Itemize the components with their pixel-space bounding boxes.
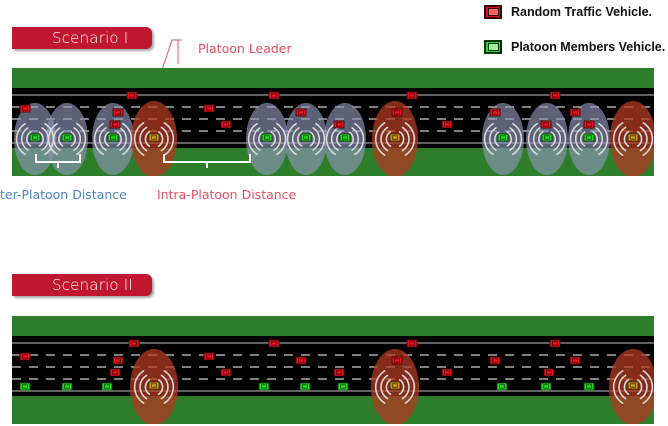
platoon-leader-car bbox=[389, 133, 401, 142]
signal-waves-icon bbox=[374, 370, 416, 404]
random-traffic-car bbox=[19, 104, 31, 113]
random-traffic-car bbox=[569, 356, 581, 365]
platoon-member-car bbox=[261, 133, 273, 142]
platoon-member-car bbox=[496, 382, 508, 391]
random-traffic-car bbox=[543, 368, 555, 377]
signal-waves-icon bbox=[47, 122, 87, 156]
random-traffic-car bbox=[406, 339, 418, 348]
signal-waves-icon bbox=[527, 122, 567, 156]
random-traffic-car bbox=[268, 91, 280, 100]
random-traffic-car bbox=[549, 339, 561, 348]
distance-brackets bbox=[35, 154, 251, 168]
scenario-1-tab: Scenario I bbox=[12, 27, 152, 49]
platoon-leader-car bbox=[627, 381, 639, 390]
random-traffic-car bbox=[540, 120, 552, 129]
platoon-leader-car bbox=[148, 381, 160, 390]
signal-waves-icon bbox=[133, 370, 175, 404]
platoon-member-car bbox=[61, 133, 73, 142]
platoon-member-car bbox=[107, 133, 119, 142]
platoon-member-car bbox=[101, 382, 113, 391]
random-traffic-car bbox=[112, 356, 124, 365]
platoon-member-car bbox=[337, 382, 349, 391]
signal-waves-icon bbox=[569, 122, 609, 156]
signal-waves-icon bbox=[286, 122, 326, 156]
platoon-member-car bbox=[339, 133, 351, 142]
random-traffic-car bbox=[333, 120, 345, 129]
signal-waves-icon bbox=[93, 122, 133, 156]
platoon-member-car bbox=[541, 133, 553, 142]
legend-platoon-label: Platoon Members Vehicle. bbox=[511, 40, 666, 54]
intra-platoon-distance-label: Intra-Platoon Distance bbox=[157, 187, 297, 202]
signal-waves-icon bbox=[133, 122, 175, 156]
signal-waves-icon bbox=[374, 122, 416, 156]
random-traffic-car bbox=[220, 120, 232, 129]
platoon-member-car bbox=[583, 382, 595, 391]
random-traffic-car bbox=[268, 339, 280, 348]
random-traffic-car bbox=[391, 108, 403, 117]
random-traffic-car bbox=[109, 120, 121, 129]
inter-platoon-distance-label: ter-Platoon Distance bbox=[0, 187, 127, 202]
signal-waves-icon bbox=[247, 122, 287, 156]
platoon-member-car bbox=[29, 133, 41, 142]
platoon-member-car bbox=[300, 133, 312, 142]
signal-waves-icon bbox=[612, 122, 654, 156]
platoon-member-car bbox=[583, 133, 595, 142]
random-traffic-car bbox=[489, 108, 501, 117]
signal-waves-icon bbox=[325, 122, 365, 156]
random-traffic-car bbox=[109, 368, 121, 377]
random-traffic-car bbox=[203, 104, 215, 113]
random-traffic-car bbox=[203, 352, 215, 361]
platoon-member-car bbox=[497, 133, 509, 142]
platoon-leader-car bbox=[148, 133, 160, 142]
platoon-member-car bbox=[540, 382, 552, 391]
random-traffic-car bbox=[391, 356, 403, 365]
random-traffic-car bbox=[128, 339, 140, 348]
random-traffic-car bbox=[489, 356, 501, 365]
random-traffic-car bbox=[220, 368, 232, 377]
signal-waves-icon bbox=[483, 122, 523, 156]
random-traffic-car bbox=[406, 91, 418, 100]
platoon-member-car bbox=[299, 382, 311, 391]
scenario-1-road bbox=[12, 68, 654, 176]
platoon-leader-car bbox=[389, 381, 401, 390]
green-car-icon bbox=[484, 40, 502, 54]
random-traffic-car bbox=[569, 108, 581, 117]
scenario-2-title: Scenario II bbox=[52, 276, 134, 294]
random-traffic-car bbox=[112, 108, 124, 117]
signal-waves-icon bbox=[612, 370, 654, 404]
platoon-member-car bbox=[19, 382, 31, 391]
random-traffic-car bbox=[441, 120, 453, 129]
platoon-leader-label: Platoon Leader bbox=[198, 41, 292, 56]
random-traffic-car bbox=[333, 368, 345, 377]
random-traffic-car bbox=[126, 91, 138, 100]
scenario-2-road bbox=[12, 316, 654, 424]
random-traffic-car bbox=[441, 368, 453, 377]
platoon-member-car bbox=[258, 382, 270, 391]
legend-random-label: Random Traffic Vehicle. bbox=[511, 5, 653, 19]
platoon-member-car bbox=[61, 382, 73, 391]
random-traffic-car bbox=[295, 108, 307, 117]
scenario-1-title: Scenario I bbox=[52, 29, 129, 47]
legend-platoon-members: Platoon Members Vehicle. bbox=[484, 38, 665, 56]
random-traffic-car bbox=[19, 352, 31, 361]
random-traffic-car bbox=[295, 356, 307, 365]
platoon-leader-car bbox=[627, 133, 639, 142]
random-traffic-car bbox=[549, 91, 561, 100]
scenario-2-tab: Scenario II bbox=[12, 274, 152, 296]
random-traffic-car bbox=[583, 120, 595, 129]
red-car-icon bbox=[484, 5, 502, 19]
legend-random-traffic: Random Traffic Vehicle. bbox=[484, 3, 652, 21]
